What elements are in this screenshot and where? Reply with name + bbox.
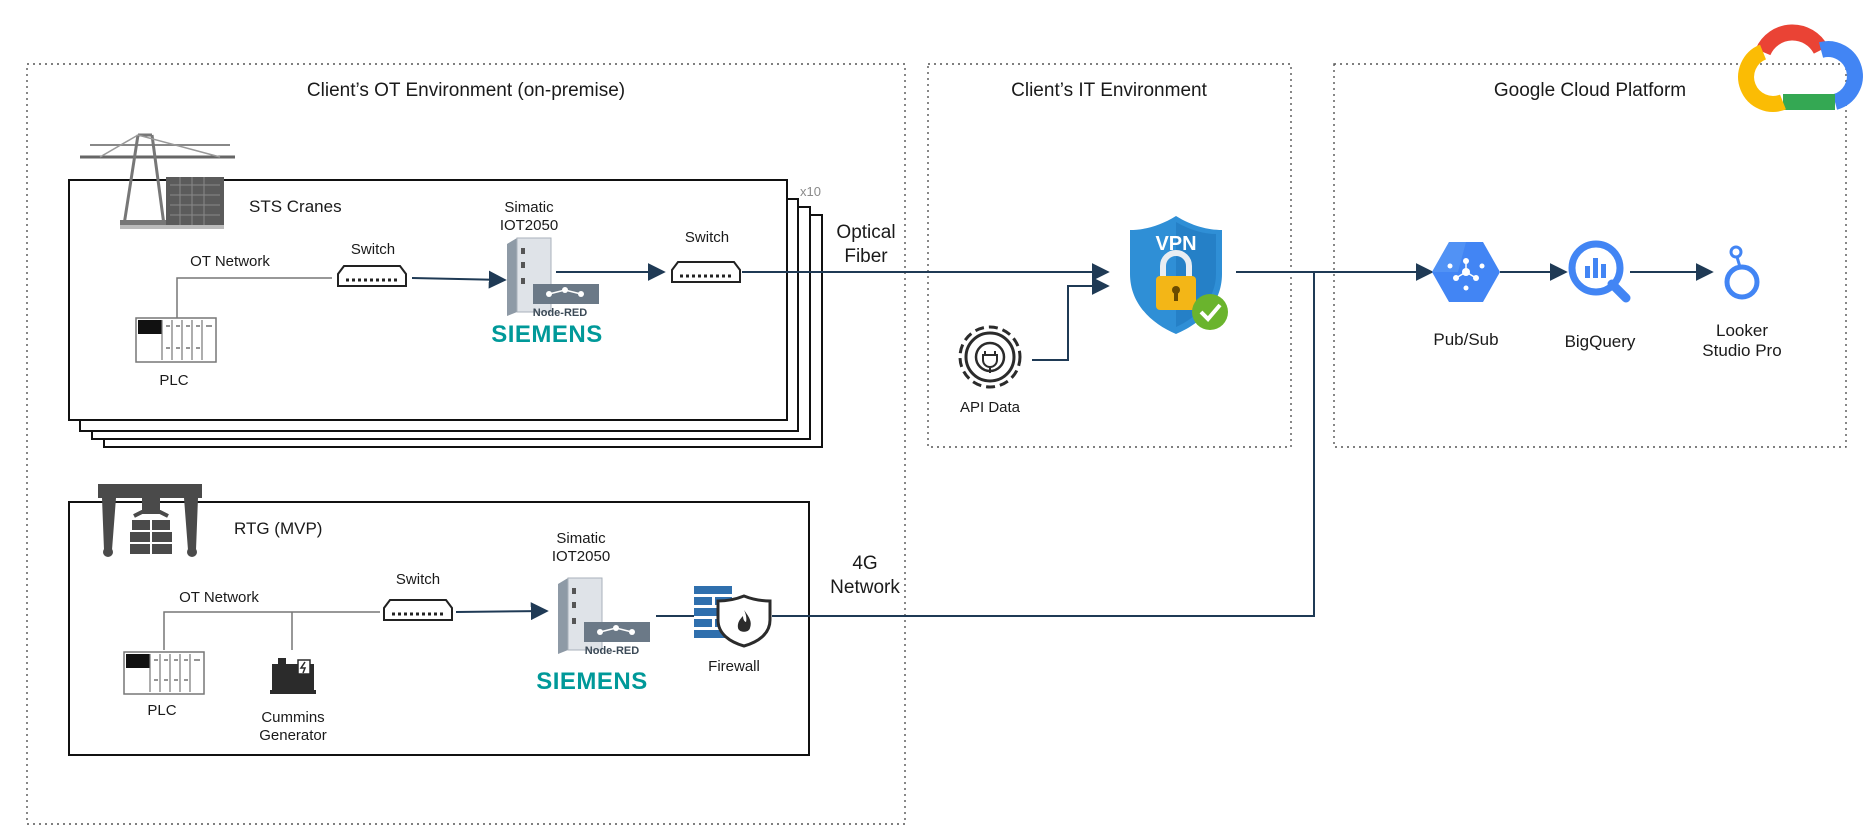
zone-gcp: Google Cloud Platform (1333, 63, 1847, 448)
rtg-box (68, 501, 810, 756)
sts-gateway-label-2: IOT2050 (500, 217, 558, 234)
sts-siemens-logo: SIEMENS (491, 321, 603, 348)
rtg-siemens-logo: SIEMENS (536, 668, 648, 695)
zone-ot: Client’s OT Environment (on-premise) (26, 63, 906, 825)
looker-label-1: Looker (1716, 321, 1768, 340)
sts-title: STS Cranes (249, 197, 342, 216)
rtg-crane-icon (98, 484, 202, 557)
pubsub-icon (1432, 242, 1500, 302)
vpn-label: VPN (1155, 233, 1196, 255)
network-switch-icon (337, 265, 407, 287)
api-data-label: API Data (960, 399, 1021, 416)
iot-gateway-icon (558, 577, 650, 654)
sts-gateway-label-1: Simatic (504, 199, 554, 216)
zone-gcp-title: Google Cloud Platform (1494, 80, 1686, 101)
api-gear-icon (958, 325, 1022, 389)
rtg-generator-label-1: Cummins (261, 709, 324, 726)
sts-crane-icon (80, 133, 235, 229)
rtg-switch-to-gateway-arrow (455, 602, 549, 621)
rtg-ot-network-label: OT Network (179, 589, 259, 606)
pubsub-label: Pub/Sub (1433, 330, 1498, 349)
4g-label-1: 4G (852, 553, 877, 574)
zone-it: Client’s IT Environment (927, 63, 1292, 448)
sts-ot-network-line (176, 277, 332, 318)
sts-multiplier: x10 (800, 184, 821, 199)
generator-icon (270, 658, 316, 694)
firewall-label: Firewall (708, 658, 760, 675)
optical-label-1: Optical (836, 222, 895, 243)
bigquery-icon (1568, 240, 1631, 303)
rtg-node-red-label: Node-RED (585, 645, 639, 657)
zone-it-title: Client’s IT Environment (1011, 80, 1207, 101)
sts-switch2-label: Switch (685, 229, 729, 246)
rtg-gateway-label-1: Simatic (556, 530, 606, 547)
google-cloud-logo (1738, 24, 1863, 112)
network-switch-icon (383, 599, 453, 621)
sts-node-red-label: Node-RED (533, 307, 587, 319)
api-to-vpn-arrow (1032, 277, 1110, 361)
looker-label-2: Studio Pro (1702, 341, 1781, 360)
sts-ot-network-label: OT Network (190, 253, 270, 270)
network-switch-icon (671, 261, 741, 283)
rtg-switch-label: Switch (396, 571, 440, 588)
sts-stack (68, 179, 823, 448)
iot-gateway-icon (507, 237, 599, 316)
plc-icon (123, 651, 205, 695)
sts-plc-label: PLC (159, 372, 188, 389)
rtg-title: RTG (MVP) (234, 519, 322, 538)
rtg-plc-label: PLC (147, 702, 176, 719)
zone-ot-title: Client’s OT Environment (on-premise) (307, 80, 625, 101)
bigquery-label: BigQuery (1565, 332, 1636, 351)
sts-switch1-label: Switch (351, 241, 395, 258)
4g-network-link (772, 272, 1315, 617)
looker-icon (1724, 245, 1760, 300)
4g-label-2: Network (830, 577, 900, 598)
vpn-shield-icon (1130, 216, 1228, 334)
rtg-gateway-label-2: IOT2050 (552, 548, 610, 565)
optical-label-2: Fiber (844, 246, 888, 267)
firewall-icon (694, 586, 772, 648)
rtg-ot-network-line (163, 611, 380, 650)
sts-switch-to-gateway-arrow (411, 270, 507, 289)
plc-icon (135, 317, 217, 363)
rtg-generator-label-2: Generator (259, 727, 327, 744)
